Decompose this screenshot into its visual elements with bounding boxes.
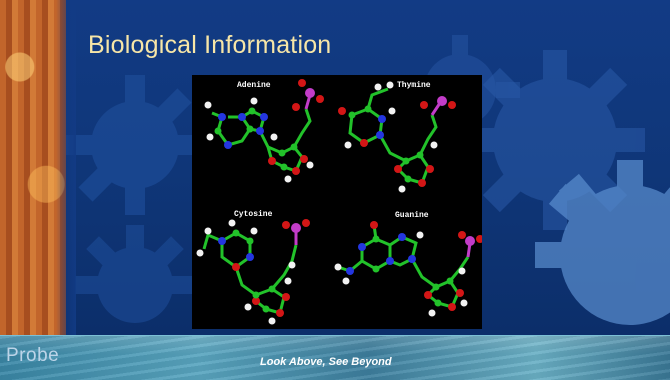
decorative-gear-strip	[0, 0, 76, 335]
gear-icon	[535, 160, 670, 325]
gear-icon	[65, 75, 205, 215]
nucleobase-molecules-image: Adenine Thymine Cytosine Guanine	[192, 75, 482, 329]
tagline: Look Above, See Beyond	[260, 356, 392, 368]
gear-icon	[75, 225, 195, 323]
footer-bar	[0, 335, 670, 380]
molecule-label: Guanine	[395, 211, 429, 220]
slide-title: Biological Information	[88, 31, 332, 59]
molecule-drawings	[196, 79, 482, 325]
molecule-label: Thymine	[397, 81, 431, 90]
brand-logo: Probe	[6, 345, 60, 366]
molecule-label: Adenine	[237, 81, 271, 90]
molecule-label: Cytosine	[234, 210, 273, 219]
